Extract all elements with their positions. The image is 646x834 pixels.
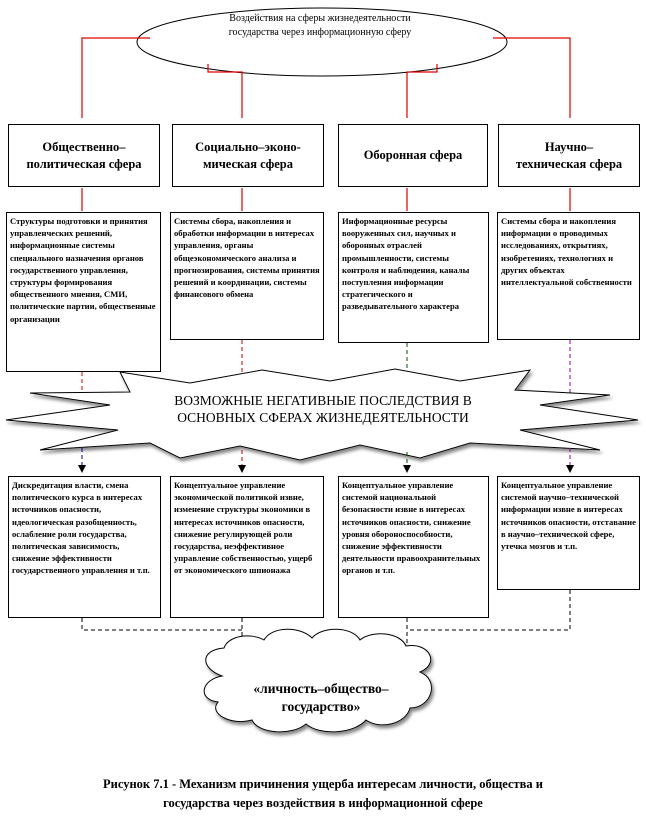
sphere-2-line-2: мическая сфера: [203, 156, 293, 171]
consequence-2-text: Концептуальное управление экономической …: [174, 480, 313, 576]
top-ellipse: [136, 7, 508, 77]
connector-top-to-sphere-3: [406, 64, 438, 118]
caption-line-2: государства через воздействия в информац…: [163, 795, 483, 810]
negative-consequences-burst: [5, 368, 639, 461]
consequence-box-2: Концептуальное управление экономической …: [170, 476, 324, 618]
consequence-3-text: Концептуальное управление системой нацио…: [342, 480, 481, 576]
top-ellipse-text: Воздействия на сферы жизнедеятельности г…: [200, 12, 440, 39]
burst-text: ВОЗМОЖНЫЕ НЕГАТИВНЫЕ ПОСЛЕДСТВИЯ В ОСНОВ…: [130, 393, 516, 427]
structure-box-3: Информационные ресурсы вооруженных сил, …: [338, 212, 489, 343]
burst-line-1: ВОЗМОЖНЫЕ НЕГАТИВНЫЕ ПОСЛЕДСТВИЯ В: [174, 393, 472, 408]
sphere-3-line-1: Оборонная сфера: [363, 148, 463, 163]
sphere-4-line-1: Научно–: [544, 139, 594, 154]
burst-line-2: ОСНОВНЫХ СФЕРАХ ЖИЗНЕДЕЯТЕЛЬНОСТИ: [177, 409, 469, 425]
top-ellipse-line-2: государства через информационную сферу: [228, 26, 412, 38]
connector-consequence4-cloud: [407, 590, 571, 631]
consequence-4-text: Концептуальное управление системой научн…: [501, 480, 636, 552]
consequence-box-1: Дискредитация власти, смена политическог…: [8, 476, 161, 618]
sphere-box-defense: Оборонная сфера: [338, 124, 488, 187]
connector-top-to-sphere-4: [493, 37, 571, 118]
society-cloud: [203, 628, 432, 733]
connector-top-to-sphere-2: [207, 64, 243, 118]
caption-line-1: Рисунок 7.1 - Механизм причинения ущерба…: [103, 777, 543, 791]
cloud-line-2: государство»: [281, 699, 361, 715]
figure-caption: Рисунок 7.1 - Механизм причинения ущерба…: [40, 775, 606, 813]
sphere-1-line-1: Общественно–: [42, 139, 126, 154]
connector-top-to-sphere-1: [81, 37, 150, 118]
cloud-text: «личность–общество– государство»: [236, 680, 406, 716]
structure-1-text: Структуры подготовки и принятия управлен…: [10, 216, 156, 324]
sphere-box-scientific: Научно– техническая сфера: [498, 124, 640, 187]
sphere-box-socioeconomic: Социально–эконо- мическая сфера: [172, 124, 324, 187]
top-ellipse-line-1: Воздействия на сферы жизнедеятельности: [229, 13, 411, 24]
consequence-box-3: Концептуальное управление системой нацио…: [338, 476, 489, 618]
cloud-line-1: «личность–общество–: [253, 681, 389, 696]
connector-consequence1-cloud: [81, 618, 242, 631]
sphere-box-sociopolitical: Общественно– политическая сфера: [8, 124, 160, 187]
sphere-1-line-2: политическая сфера: [26, 156, 142, 171]
structure-box-1: Структуры подготовки и принятия управлен…: [6, 212, 161, 372]
consequence-1-text: Дискредитация власти, смена политическог…: [12, 480, 150, 576]
structure-box-2: Системы сбора, накопления и обработки ин…: [170, 212, 324, 340]
consequence-box-4: Концептуальное управление системой научн…: [497, 476, 640, 590]
structure-3-text: Информационные ресурсы вооруженных сил, …: [342, 216, 470, 312]
sphere-4-line-2: техническая сфера: [515, 156, 623, 171]
structure-4-text: Системы сбора и накопления информации о …: [501, 216, 632, 288]
structure-2-text: Системы сбора, накопления и обработки ин…: [174, 216, 320, 300]
sphere-2-line-1: Социально–эконо-: [195, 139, 301, 154]
structure-box-4: Системы сбора и накопления информации о …: [497, 212, 640, 340]
